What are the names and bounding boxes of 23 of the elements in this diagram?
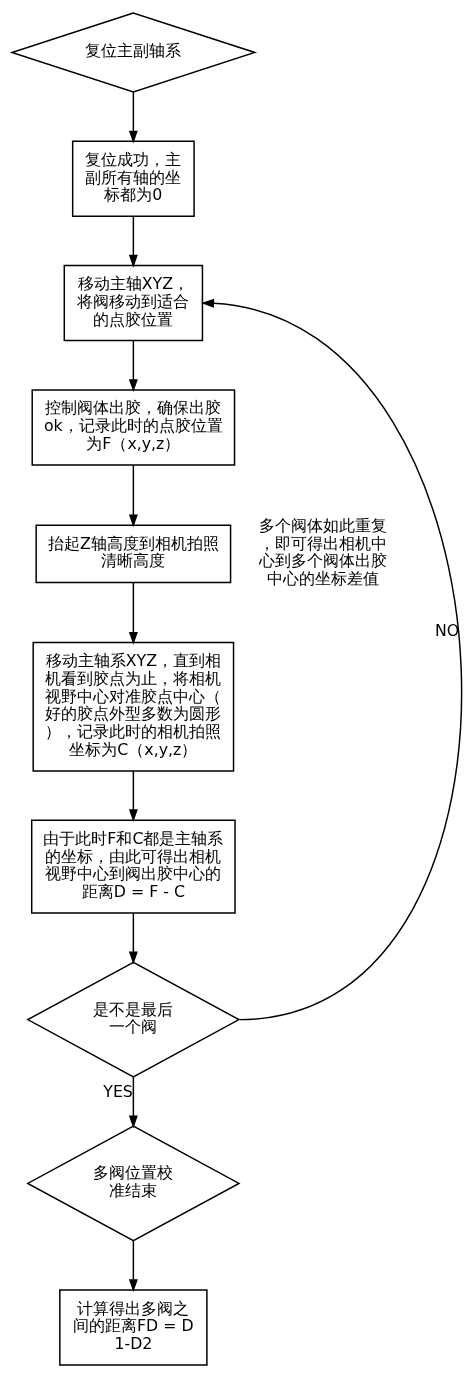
- node-box: 由于此时F和C都是主轴系的坐标，由此可得出相机视野中心到阀出胶中心的距离D = F - C: [30, 819, 236, 914]
- arrow: [128, 215, 138, 268]
- edge-label: YES: [103, 1081, 133, 1101]
- node-diamond: 是不是最后一个阀: [26, 961, 241, 1078]
- arrow: [128, 1076, 138, 1129]
- arrow: [201, 298, 462, 1021]
- arrow: [128, 581, 138, 645]
- node-box: 移动主轴XYZ，将阀移动到适合的点胶位置: [63, 264, 204, 342]
- arrow: [128, 912, 138, 965]
- edge-label: NO: [435, 621, 460, 641]
- node-box: 抬起Z轴高度到相机拍照清晰高度: [35, 524, 232, 584]
- node-diamond: 复位主副轴系: [9, 12, 258, 93]
- arrow: [128, 340, 138, 392]
- node-box: 移动主轴系XYZ，直到相机看到胶点为止，将相机视野中心对准胶点中心（好的胶点外型多数为圆形），记录此时的相机拍照坐标为C（x,y,z）: [32, 641, 235, 772]
- node-box: 控制阀体出胶，确保出胶ok，记录此时的点胶位置为F（x,y,z）: [31, 389, 236, 466]
- arrow: [128, 464, 138, 528]
- node-diamond: 多阀位置校准结束: [26, 1125, 241, 1242]
- arrow: [128, 770, 138, 823]
- arrow: [128, 1240, 138, 1292]
- node-box: 复位成功，主副所有轴的坐标都为0: [71, 140, 195, 217]
- arrow: [128, 91, 138, 144]
- node-box: 计算得出多阀之间的距离FD = D1-D2: [59, 1289, 208, 1366]
- label: 多个阀体如此重复，即可得出相机中心到多个阀体出胶中心的坐标差值: [258, 515, 387, 589]
